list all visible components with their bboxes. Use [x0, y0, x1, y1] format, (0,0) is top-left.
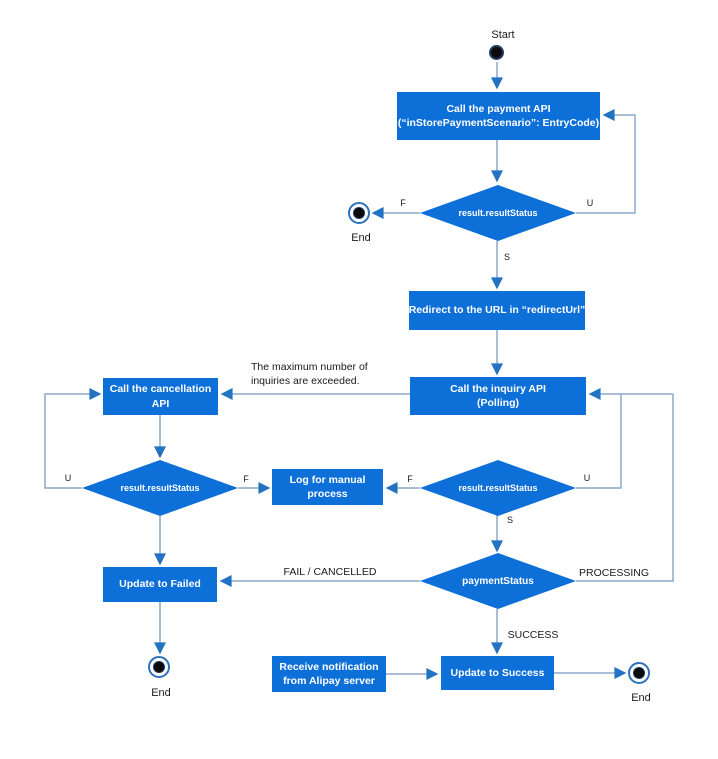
- edge-processing-loop: [576, 394, 674, 582]
- start-label: Start: [491, 29, 515, 41]
- node-receive-notification: Receive notification from Alipay server: [272, 656, 386, 692]
- end-node-dot: [353, 207, 365, 219]
- edge-label-u-left: U: [64, 473, 72, 483]
- node-update-to-success: Update to Success: [441, 656, 554, 690]
- node-call-cancellation-api: Call the cancellation API: [103, 378, 218, 415]
- edge-label-f-left: F: [243, 474, 249, 484]
- node-call-inquiry-api: Call the inquiry API (Polling): [410, 377, 586, 415]
- end-label-top: End: [351, 232, 371, 244]
- edge-label-s-top: S: [503, 252, 511, 262]
- edge-right-decision-u-loop: [576, 394, 622, 489]
- end-label-right: End: [631, 692, 651, 704]
- node-call-payment-api: Call the payment API (“inStorePaymentSce…: [397, 92, 600, 140]
- node-redirect-url: Redirect to the URL in “redirectUrl”: [409, 291, 585, 330]
- edge-label-fail-cancelled: FAIL / CANCELLED: [283, 566, 377, 578]
- edge-label-max-inquiries: The maximum number of inquiries are exce…: [251, 361, 368, 388]
- edge-label-u-top: U: [586, 198, 594, 208]
- end-node-left: [148, 656, 170, 678]
- edge-label-f-right: F: [407, 474, 413, 484]
- node-log-manual-process: Log for manual process: [272, 469, 383, 505]
- start-node: [489, 45, 504, 60]
- end-node-dot: [153, 661, 165, 673]
- edge-label-s-right: S: [506, 515, 514, 525]
- end-node-top: [348, 202, 370, 224]
- edge-label-u-right: U: [583, 473, 591, 483]
- edge-decision-u-loop: [576, 109, 636, 214]
- end-node-right: [628, 662, 650, 684]
- edge-label-processing: PROCESSING: [578, 567, 650, 579]
- node-update-to-failed: Update to Failed: [103, 567, 217, 602]
- edge-label-success: SUCCESS: [507, 629, 559, 641]
- end-label-left: End: [151, 687, 171, 699]
- edge-label-f-top: F: [400, 198, 406, 208]
- end-node-dot: [633, 667, 645, 679]
- edge-left-decision-u-loop: [44, 388, 102, 489]
